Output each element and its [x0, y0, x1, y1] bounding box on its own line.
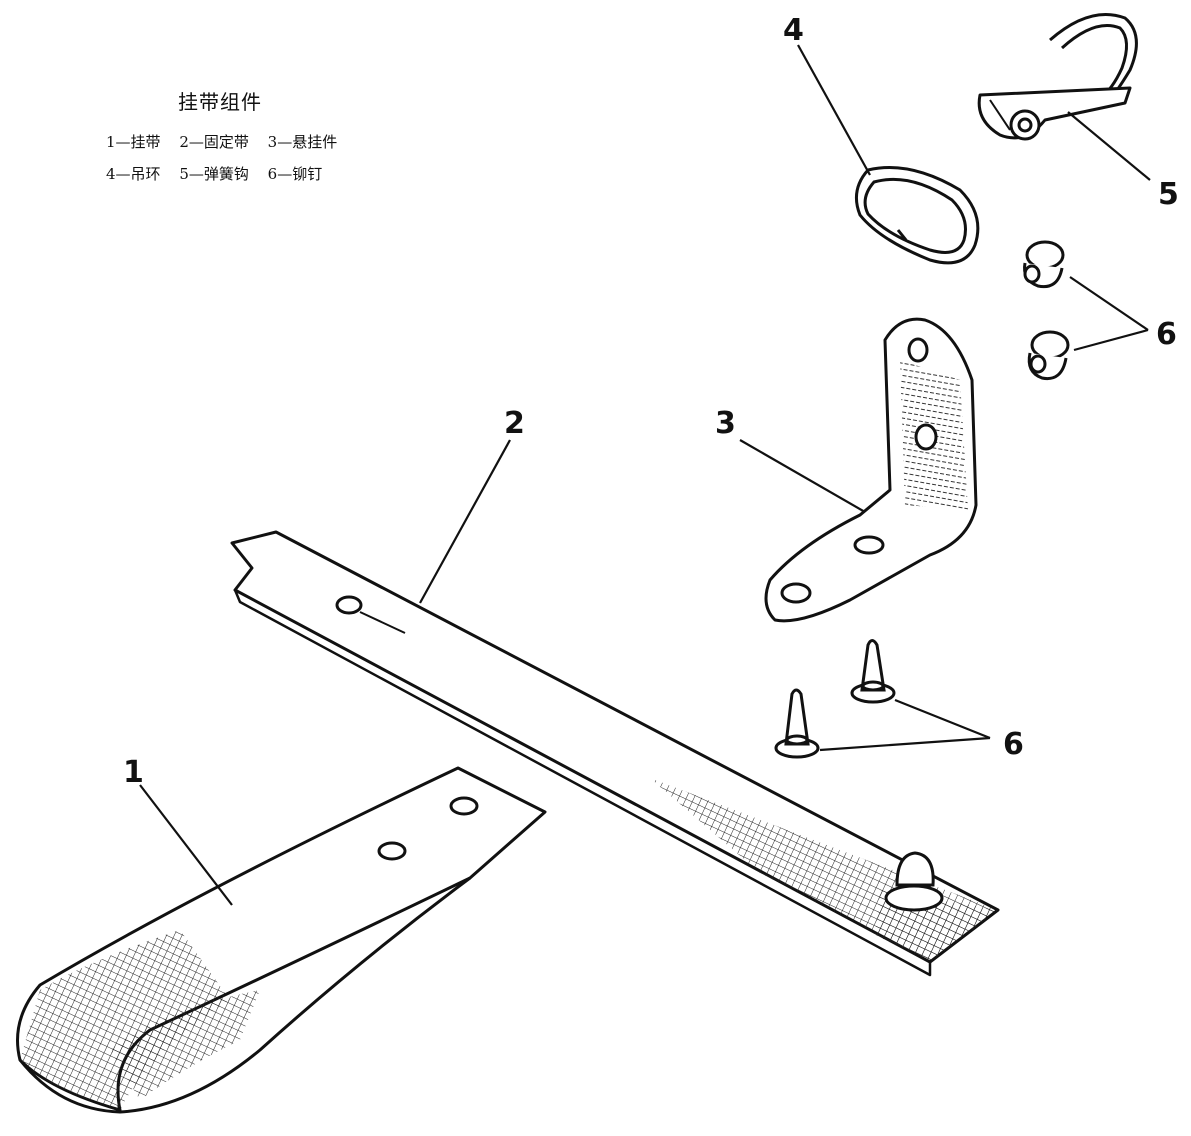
legend-item-hanging-strap: 1—挂带	[106, 133, 161, 151]
rivet-female-lower	[1027, 330, 1070, 381]
callout-6-lower: 6	[1003, 727, 1024, 762]
spring-hook	[977, 13, 1138, 141]
rivet-male-right	[850, 639, 896, 704]
legend-row-2: 4—吊环 5—弹簧钩 6—铆钉	[106, 163, 336, 184]
suspension-bracket	[764, 317, 978, 623]
legend-item-fixing-strap: 2—固定带	[179, 133, 249, 151]
rivet-female-upper	[1023, 240, 1065, 289]
rivet-head-on-strap	[884, 851, 944, 912]
hanging-strap	[16, 766, 547, 1114]
legend-row-1: 1—挂带 2—固定带 3—悬挂件	[106, 131, 351, 152]
legend-item-suspension-part: 3—悬挂件	[267, 133, 338, 151]
legend-item-lifting-ring: 4—吊环	[106, 165, 161, 183]
callout-6-upper: 6	[1156, 317, 1177, 352]
callout-1: 1	[123, 755, 144, 790]
legend-item-rivet: 6—铆钉	[267, 165, 323, 183]
lifting-ring	[854, 166, 980, 265]
callout-numbers: 1 2 3 4 5 6 6	[123, 13, 1179, 790]
callout-4: 4	[783, 13, 804, 48]
callout-2: 2	[504, 406, 525, 441]
caption-title: 挂带组件	[178, 90, 262, 114]
legend-item-spring-hook: 5—弹簧钩	[179, 165, 249, 183]
callout-3: 3	[715, 406, 736, 441]
leader-lines	[139, 44, 1151, 906]
callout-5: 5	[1158, 177, 1179, 212]
rivet-male-left	[774, 688, 820, 759]
